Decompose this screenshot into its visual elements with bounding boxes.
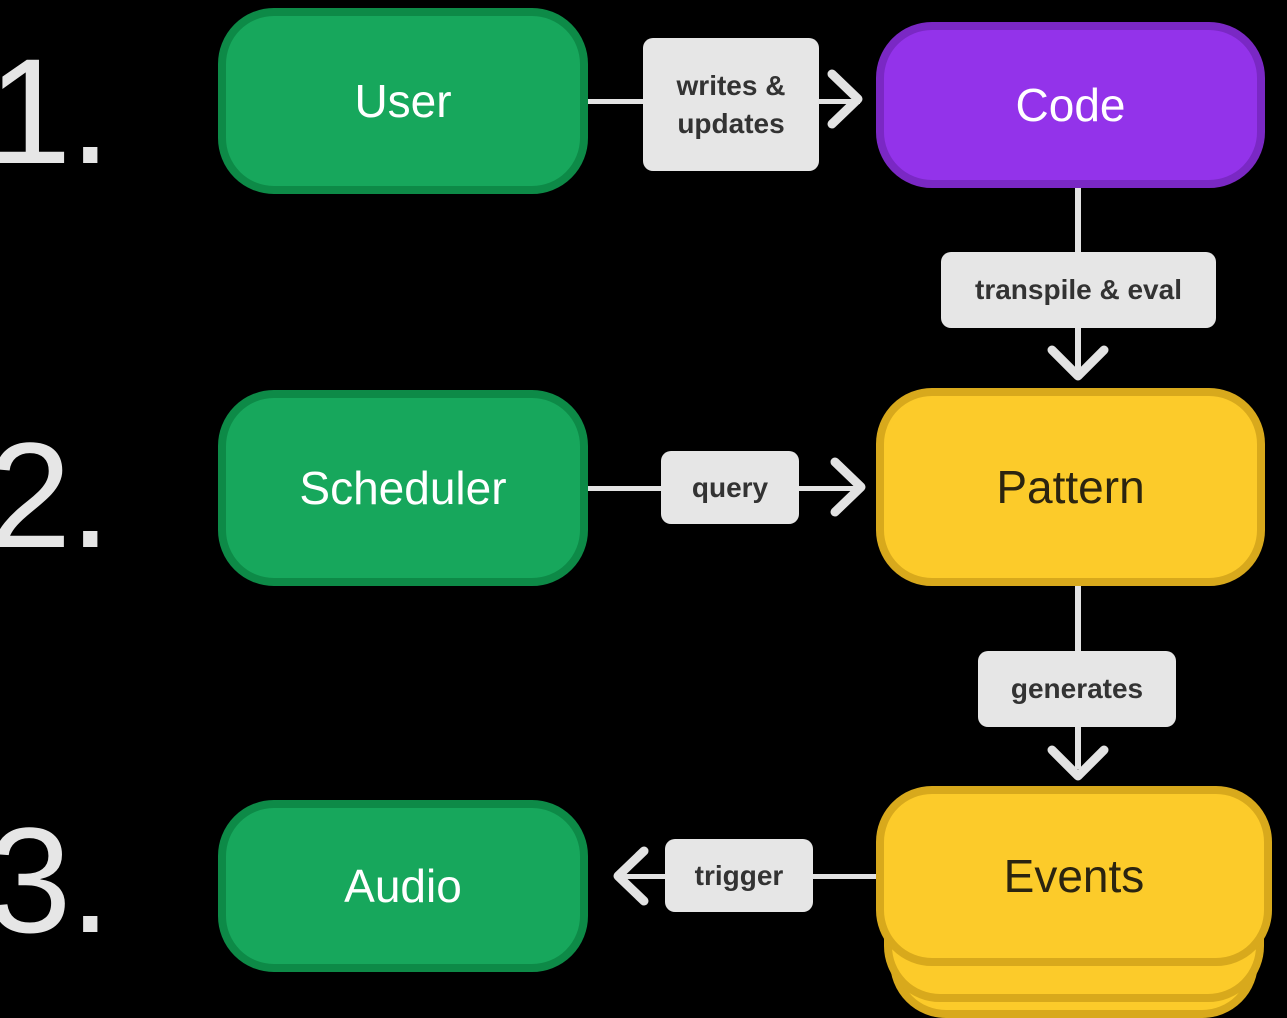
edge-events-audio-line-right [813, 874, 893, 879]
arrow-head-down-code-pattern [1047, 345, 1109, 381]
arrow-head-right-scheduler-pattern [830, 457, 866, 517]
step-number-1: 1. [0, 27, 111, 195]
edge-label-generates: generates [978, 651, 1176, 727]
node-scheduler[interactable]: Scheduler [218, 390, 588, 586]
edge-scheduler-pattern-line-left [588, 486, 663, 491]
node-user-label: User [354, 74, 452, 127]
node-pattern[interactable]: Pattern [876, 388, 1265, 586]
edge-user-code-line-left [588, 99, 646, 104]
node-pattern-label: Pattern [996, 460, 1145, 513]
node-events-label: Events [1003, 850, 1145, 902]
node-audio-label: Audio [344, 859, 462, 912]
node-audio[interactable]: Audio [218, 800, 588, 972]
edge-pattern-events-line-top [1075, 586, 1081, 652]
node-scheduler-label: Scheduler [299, 461, 507, 514]
edge-events-audio-line-left [616, 874, 678, 879]
node-code-label: Code [1015, 78, 1126, 131]
node-events-layer-front: Events [876, 786, 1272, 966]
step-number-2: 2. [0, 411, 111, 579]
arrow-head-down-pattern-events [1047, 745, 1109, 781]
edge-scheduler-pattern-line-right [799, 486, 860, 491]
node-user[interactable]: User [218, 8, 588, 194]
node-events[interactable]: Events [876, 786, 1272, 1018]
edge-label-writes-updates: writes & updates [643, 38, 819, 171]
edge-code-pattern-line-bottom [1075, 328, 1081, 370]
node-code[interactable]: Code [876, 22, 1265, 188]
edge-code-pattern-line-top [1075, 188, 1081, 254]
edge-label-transpile-eval: transpile & eval [941, 252, 1216, 328]
edge-label-query: query [661, 451, 799, 524]
edge-pattern-events-line-bottom [1075, 727, 1081, 769]
arrow-head-right-user-code [827, 69, 863, 129]
edge-label-trigger: trigger [665, 839, 813, 912]
step-number-3: 3. [0, 796, 111, 964]
edge-user-code-line-right [818, 99, 860, 104]
